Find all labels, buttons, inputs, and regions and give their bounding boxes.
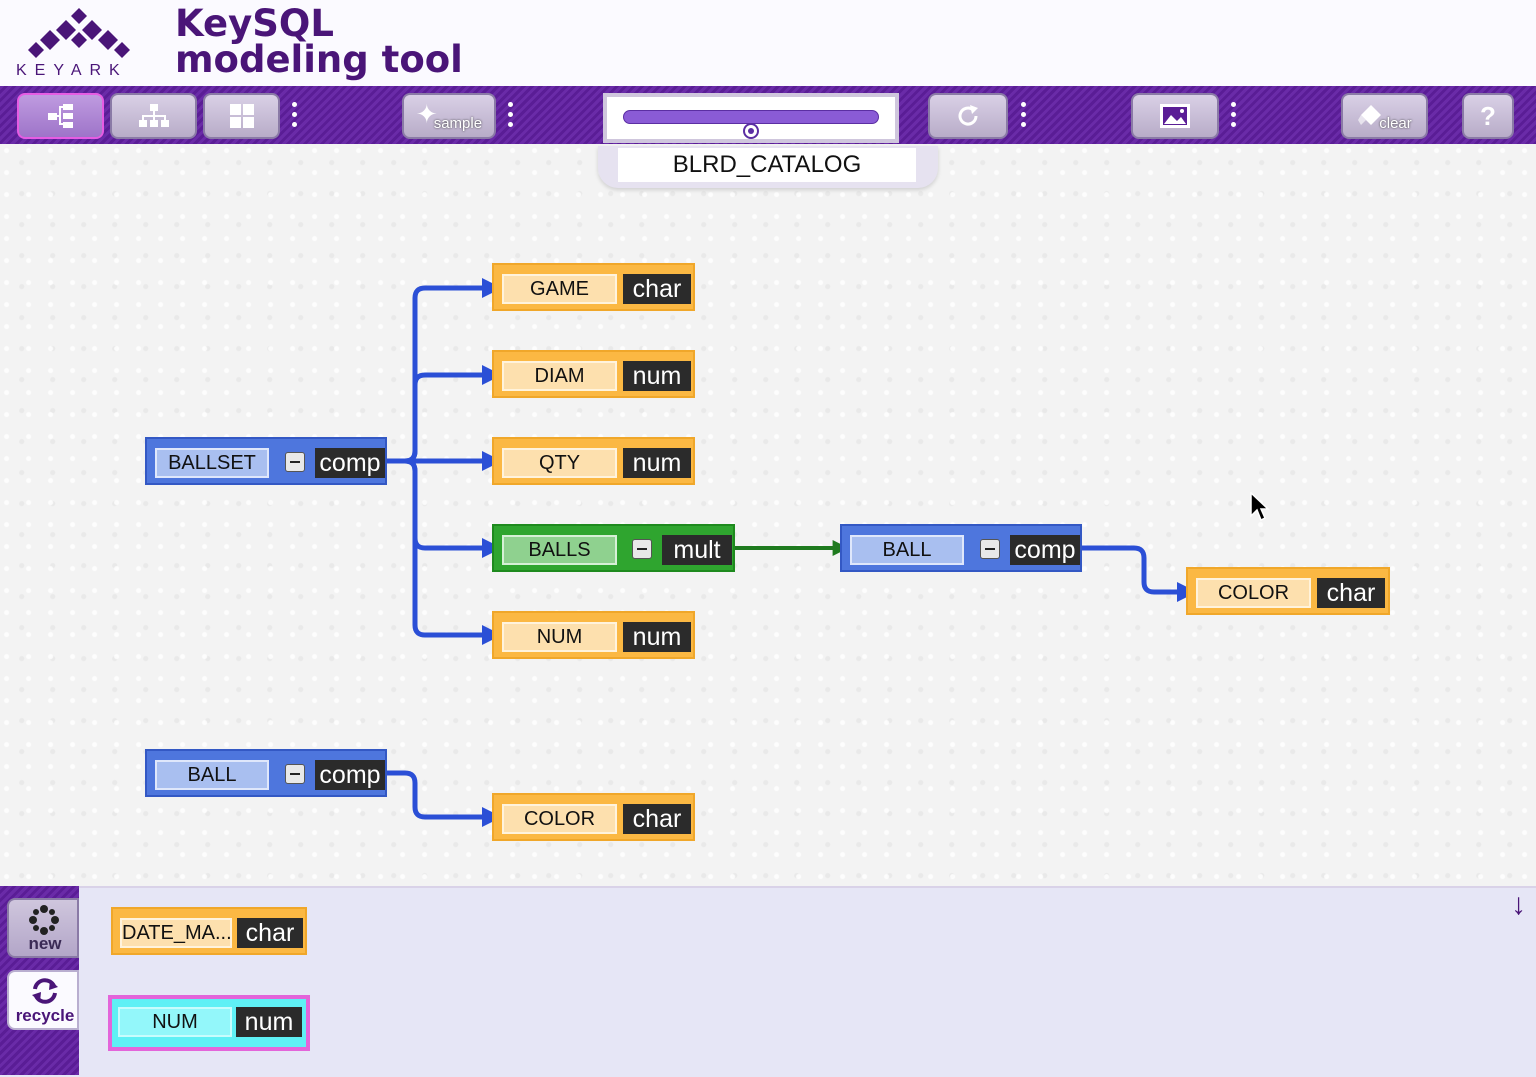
toolbar: ✦ sample clear ? — [0, 86, 1536, 144]
sample-button-label: sample — [433, 114, 483, 132]
node-type: num — [236, 1007, 302, 1037]
node-type: comp — [1010, 535, 1080, 565]
node-type: char — [1317, 578, 1385, 608]
node-num[interactable]: NUM num — [492, 611, 695, 659]
node-color-child[interactable]: COLOR char — [1186, 567, 1390, 615]
sparkle-icon: ✦ — [415, 98, 438, 129]
node-balls[interactable]: BALLS mult — [492, 524, 735, 572]
sample-button[interactable]: ✦ sample — [402, 93, 496, 139]
node-qty[interactable]: QTY num — [492, 437, 695, 485]
clear-button[interactable]: clear — [1341, 93, 1428, 139]
node-type: char — [623, 274, 691, 304]
node-type: char — [237, 918, 303, 948]
keyark-logo — [28, 8, 130, 58]
node-name[interactable]: NUM — [118, 1007, 232, 1037]
logo-wordmark: KEYARK — [16, 62, 128, 79]
slider-track[interactable] — [623, 110, 879, 139]
collapse-pool-arrow-icon[interactable]: ↓ — [1511, 888, 1526, 921]
recycle-icon — [32, 978, 58, 1004]
new-burst-icon — [29, 905, 59, 935]
eraser-icon — [1358, 105, 1382, 125]
refresh-icon — [958, 105, 978, 126]
node-type: mult — [662, 535, 732, 565]
image-icon — [1160, 104, 1190, 128]
refresh-menu-kebab-icon[interactable] — [1020, 99, 1026, 131]
node-ball-root[interactable]: BALL comp — [145, 749, 387, 797]
app-title: KeySQL modeling tool — [175, 2, 463, 81]
export-image-button[interactable] — [1131, 93, 1219, 139]
collapse-toggle-icon[interactable] — [285, 452, 305, 472]
node-type: char — [623, 804, 691, 834]
recycle-button[interactable]: recycle — [7, 970, 79, 1030]
node-name[interactable]: BALL — [155, 760, 269, 790]
grid-icon — [229, 104, 254, 128]
image-menu-kebab-icon[interactable] — [1230, 99, 1236, 131]
mouse-cursor-icon — [1250, 492, 1270, 522]
node-name[interactable]: BALLS — [502, 535, 617, 565]
node-name[interactable]: DATE_MA... — [120, 918, 232, 948]
node-name[interactable]: COLOR — [1196, 578, 1311, 608]
node-type: num — [623, 361, 691, 391]
node-ballset[interactable]: BALLSET comp — [145, 437, 387, 485]
tree-view-button[interactable] — [17, 93, 104, 139]
node-name[interactable]: COLOR — [502, 804, 617, 834]
app-title-line2: modeling tool — [175, 38, 463, 81]
catalog-tab: BLRD_CATALOG — [598, 146, 938, 188]
new-button[interactable]: new — [7, 898, 79, 958]
pool-node-num-selected[interactable]: NUM num — [108, 995, 310, 1051]
slider-thumb[interactable] — [743, 123, 759, 139]
node-game[interactable]: GAME char — [492, 263, 695, 311]
zoom-slider[interactable] — [603, 93, 899, 143]
pool-node-date-ma[interactable]: DATE_MA... char — [111, 907, 307, 955]
node-name[interactable]: GAME — [502, 274, 617, 304]
refresh-button[interactable] — [928, 93, 1008, 139]
collapse-toggle-icon[interactable] — [632, 539, 652, 559]
node-name[interactable]: DIAM — [502, 361, 617, 391]
view-menu-kebab-icon[interactable] — [291, 99, 297, 131]
node-type: num — [623, 448, 691, 478]
node-type: comp — [315, 448, 385, 478]
app-header: KEYARK KeySQL modeling tool — [0, 0, 1536, 86]
node-name[interactable]: BALLSET — [155, 448, 269, 478]
recycle-button-label: recycle — [15, 1006, 75, 1025]
grid-view-button[interactable] — [203, 93, 280, 139]
collapse-toggle-icon[interactable] — [980, 539, 1000, 559]
clear-button-label: clear — [1379, 114, 1412, 132]
tree-view-icon — [47, 104, 73, 128]
hierarchy-icon — [138, 104, 169, 127]
sample-menu-kebab-icon[interactable] — [507, 99, 513, 131]
collapse-toggle-icon[interactable] — [285, 764, 305, 784]
app-title-line1: KeySQL — [175, 2, 334, 45]
new-button-label: new — [28, 934, 62, 953]
node-color-root[interactable]: COLOR char — [492, 793, 695, 841]
model-canvas[interactable] — [0, 144, 1536, 886]
node-name[interactable]: NUM — [502, 622, 617, 652]
catalog-name-field[interactable]: BLRD_CATALOG — [618, 148, 916, 182]
node-diam[interactable]: DIAM num — [492, 350, 695, 398]
node-type: num — [623, 622, 691, 652]
node-name[interactable]: QTY — [502, 448, 617, 478]
node-type: comp — [315, 760, 385, 790]
hierarchy-view-button[interactable] — [110, 93, 197, 139]
node-name[interactable]: BALL — [850, 535, 964, 565]
node-ball-child[interactable]: BALL comp — [840, 524, 1082, 572]
help-button[interactable]: ? — [1462, 93, 1514, 139]
